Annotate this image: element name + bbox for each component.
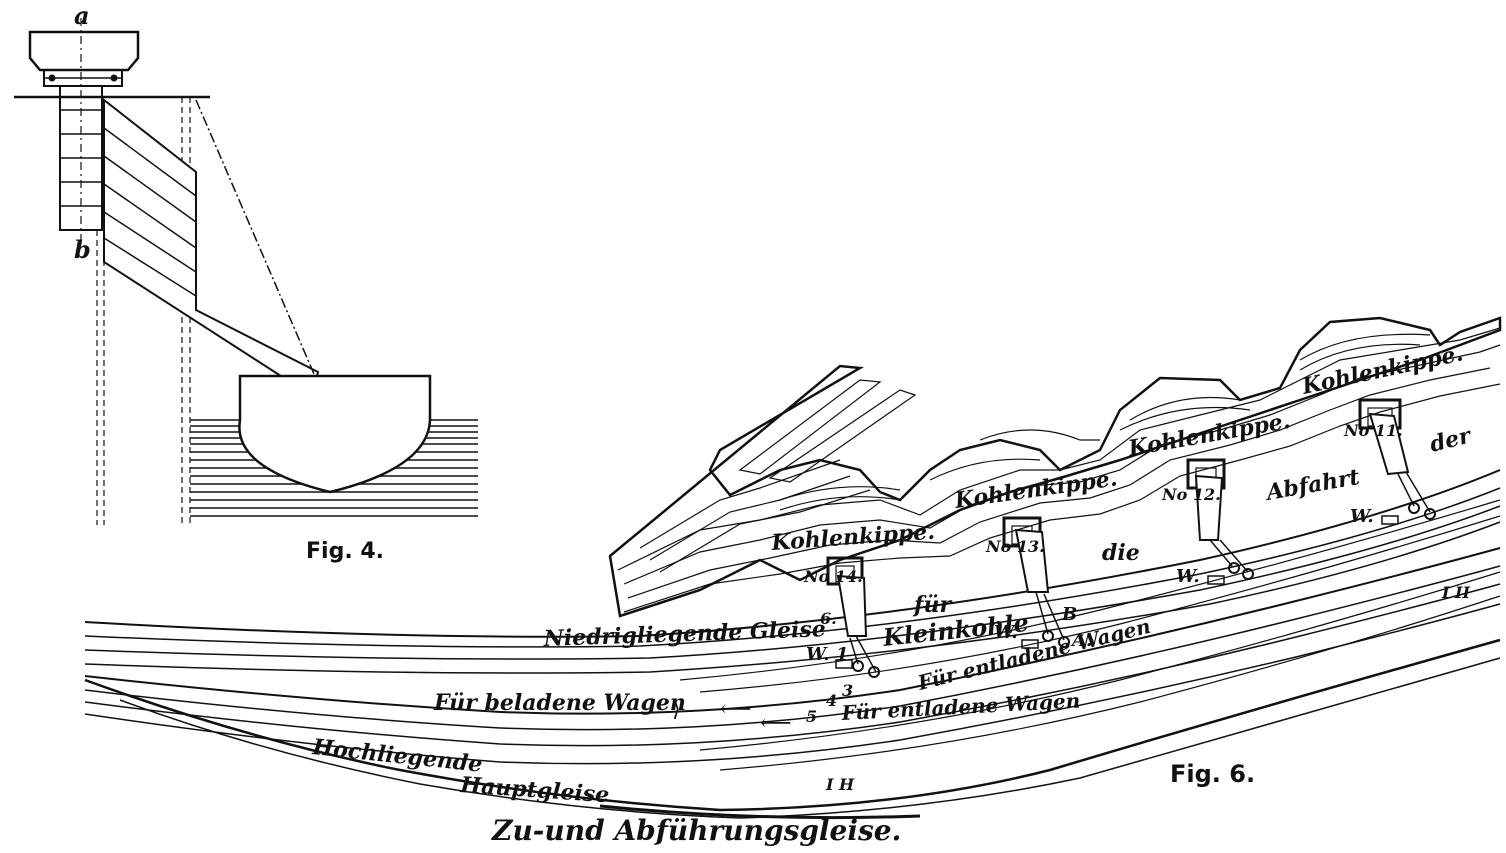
fig4-label-a: a: [74, 1, 90, 30]
kippe-14-number: No 14.: [803, 567, 863, 586]
label-n3: 3: [842, 681, 853, 700]
kippe-14-wagon: W. 1: [806, 644, 848, 665]
label-arrow-left-1: ⟵: [720, 697, 752, 722]
label-niedrigliegende-gleise: Niedrigliegende Gleise: [542, 616, 826, 652]
fig4-caption: Fig. 4.: [306, 539, 384, 564]
label-A: A.: [1070, 630, 1092, 651]
label-zu-und-abfuehrungsgleise: Zu-und Abführungsgleise.: [491, 814, 901, 847]
kippe-12-wagon: W.: [1176, 566, 1200, 587]
kippe-13-wagon: W.: [994, 622, 1018, 643]
label-n6: 6.: [820, 609, 837, 628]
label-I-H: I H: [825, 775, 855, 794]
label-kleinkohle: Kleinkohle: [881, 608, 1031, 652]
kippe-11: [1358, 398, 1436, 525]
kippe-12-number: No 12.: [1161, 485, 1221, 504]
embankment: [608, 316, 1502, 618]
label-der: der: [1427, 422, 1474, 457]
label-fuer: für: [912, 592, 952, 618]
label-n5: 5: [806, 707, 817, 726]
label-die: die: [1102, 540, 1140, 566]
kippe-11-wagon: W.: [1350, 506, 1374, 527]
label-abfahrt: Abfahrt: [1263, 464, 1362, 506]
fig6-caption: Fig. 6.: [1170, 760, 1255, 788]
label-n4: 4: [826, 691, 837, 710]
fig4-label-b: b: [74, 235, 91, 264]
label-arrow-left-2: ⟵: [760, 711, 792, 736]
kippe-12: [1186, 458, 1254, 585]
kippe-13-number: No 13.: [985, 537, 1045, 556]
label-arrow-right: ⟩: [672, 697, 681, 722]
label-fuer-beladene-wagen: Für beladene Wagen: [433, 690, 686, 716]
kippe-13: [1002, 516, 1070, 649]
label-I-II: I II: [1441, 583, 1471, 602]
kippe-11-number: No 11.: [1343, 421, 1403, 440]
label-B: B: [1061, 604, 1077, 625]
figure-4: [14, 18, 478, 525]
kippe-14: [826, 556, 880, 678]
label-hauptgleise: Hauptgleise: [459, 772, 611, 808]
